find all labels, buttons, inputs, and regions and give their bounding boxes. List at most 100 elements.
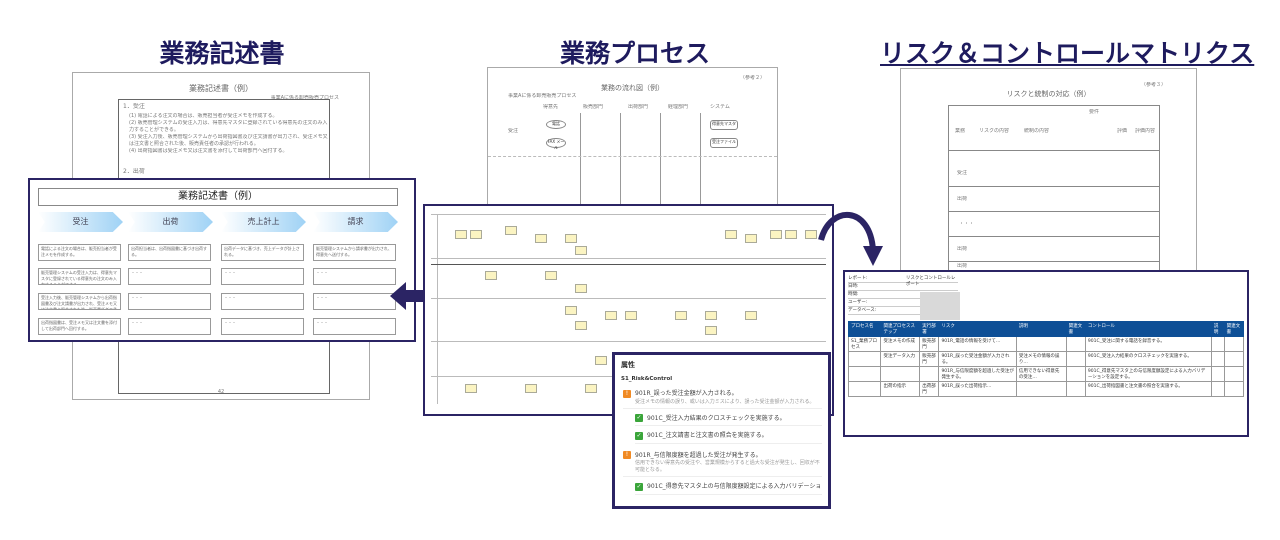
column-header: 関連プロセスステップ xyxy=(880,321,921,337)
text-line: (1) 電話による注文の場合は、販売担当者が受注メモを作成する。 xyxy=(129,113,278,119)
meta-row: 日時: xyxy=(848,283,958,291)
risk-icon: ! xyxy=(623,451,631,459)
attributes-panel: 属性 S1_Risk&Control !901R_誤った受注金額が入力される。 … xyxy=(612,352,831,509)
table-cell xyxy=(847,381,882,397)
heading-risk-control-matrix: リスク＆コントロールマトリクス xyxy=(880,39,1255,68)
meta-row: データベース: xyxy=(848,307,958,315)
description-cell: ・・・ xyxy=(221,268,304,285)
table-cell: S1_業務プロセス xyxy=(847,336,882,352)
process-task xyxy=(505,226,517,235)
process-task xyxy=(705,311,717,320)
table-cell xyxy=(1065,351,1086,367)
process-task xyxy=(770,230,782,239)
table-row: 901R_与信限度額を超過した受注が発生する。信用できない得意先の受注…901C… xyxy=(847,366,1245,382)
text-line: (4) 出荷指図書は受注メモ又は注文書を添付して出荷部門へ回付する。 xyxy=(129,148,288,154)
shape-phone: 電話 xyxy=(546,120,566,129)
check-icon: ✓ xyxy=(635,414,643,422)
col-header: リスクの内容 xyxy=(979,128,1010,134)
table-cell: 販売部門 xyxy=(919,336,940,352)
row-label: 出荷 xyxy=(957,196,968,202)
table-cell xyxy=(1223,351,1245,367)
description-cell: 電話による注文の場合は、販売担当者が受注メモを作成する。 xyxy=(38,244,121,261)
control-item[interactable]: ✓901C_受注入力結果のクロスチェックを実施する。 xyxy=(635,413,822,426)
shape-customer-master: 得意先マスタ xyxy=(710,120,738,130)
control-item[interactable]: ✓ 901C_得意先マスタ上の与信限度額設定による入力バリデーションを設定... xyxy=(635,481,822,495)
col-header: 要件 xyxy=(1089,109,1100,115)
process-task xyxy=(575,246,587,255)
table-cell xyxy=(1015,381,1067,397)
item-description: 信用できない得意先の受注や、営業規模からすると過大な受注が発生し、回収が不可能と… xyxy=(635,460,820,473)
table-cell: 受注メモの作成 xyxy=(880,336,921,352)
item-title: 901C_得意先マスタ上の与信限度額設定による入力バリデーションを設定... xyxy=(647,483,822,490)
item-title: 901R_与信限度額を超過した受注が発生する。 xyxy=(635,451,762,459)
process-task xyxy=(745,234,757,243)
table-cell xyxy=(1065,381,1086,397)
table-cell: 901R_誤った出荷指示… xyxy=(938,381,1017,397)
risk-item[interactable]: !901R_誤った受注金額が入力される。 受注メモの情報の誤り、或いは入力ミスに… xyxy=(623,388,822,409)
panel-title: 属性 xyxy=(621,361,635,369)
table-cell xyxy=(919,366,940,382)
item-title: 901C_注文請書と注文書の照合を実施する。 xyxy=(647,432,768,439)
item-title: 901R_誤った受注金額が入力される。 xyxy=(635,390,738,397)
risk-control-table: 業務 リスクの内容 統制の内容 要件 評価 評価内容 受注 出荷 ・・・ 出荷 … xyxy=(948,105,1160,275)
table-cell: 901C_受注に関する電話を録音する。 xyxy=(1084,336,1212,352)
curved-arrow-icon xyxy=(818,212,883,266)
description-cell: ・・・ xyxy=(221,318,304,335)
page-title: 業務の流れ図（例） xyxy=(601,84,664,92)
row-label: 受注 xyxy=(957,170,968,176)
process-task xyxy=(545,271,557,280)
table-cell: 901C_出荷指図書と注文書の照合を実施する。 xyxy=(1084,381,1212,397)
table-cell xyxy=(1065,366,1086,382)
stage-sales-recording: 売上計上 xyxy=(221,212,306,232)
check-icon: ✓ xyxy=(635,482,643,491)
column-header: コントロール xyxy=(1084,321,1212,337)
process-task xyxy=(785,230,797,239)
control-item[interactable]: ✓901C_注文請書と注文書の照合を実施する。 xyxy=(635,430,822,444)
page-title: 業務記述書（例） xyxy=(189,84,253,93)
table-cell: 販売部門 xyxy=(919,351,940,367)
process-task xyxy=(470,230,482,239)
section-heading: 2．出荷 xyxy=(123,168,145,175)
lane-label: 販売部門 xyxy=(583,104,604,110)
column-header: プロセス名 xyxy=(847,321,882,337)
header-row: プロセス名関連プロセスステップ実行部署リスク説明関連文書コントロール説明関連文書 xyxy=(847,321,1245,337)
description-cell: 出荷担当者は、出荷指図書に基づき出荷する。 xyxy=(128,244,211,261)
table-cell: 901R_電話の情報を受けて… xyxy=(938,336,1017,352)
table-cell: 901R_誤った受注金額が入力される。 xyxy=(938,351,1017,367)
lane-label: 出荷部門 xyxy=(628,104,649,110)
meta-row: ユーザー: xyxy=(848,299,958,307)
process-task xyxy=(565,306,577,315)
table-cell xyxy=(880,366,921,382)
reference-label: （参考３） xyxy=(1140,82,1166,88)
description-cell: 出荷データに基づき、売上データが計上される。 xyxy=(221,244,304,261)
row-label: 受注 xyxy=(508,128,519,134)
page-subtitle: 事業Aに係る卸売販売プロセス xyxy=(508,93,577,99)
reference-label: （参考２） xyxy=(739,75,765,81)
row-label: 出荷 xyxy=(957,263,968,269)
column-header: 説明 xyxy=(1210,321,1225,337)
section-heading: 1．受注 xyxy=(123,103,145,110)
table-cell xyxy=(1210,366,1225,382)
process-task xyxy=(485,271,497,280)
column-header: 関連文書 xyxy=(1065,321,1086,337)
table-cell xyxy=(1210,336,1225,352)
table-cell xyxy=(1065,336,1086,352)
heading-business-process: 業務プロセス xyxy=(559,39,710,68)
card-title: 業務記述書（例） xyxy=(38,188,398,206)
description-cell: 受注入力後、販売管理システムから出荷指図書及び注文請書が出力され、受注メモ又は注… xyxy=(38,293,121,310)
meta-row: 時間: xyxy=(848,291,958,299)
description-cell: 出荷指図書は、受注メモ又は注文書を添付して出荷部門へ回付する。 xyxy=(38,318,121,335)
process-task xyxy=(625,311,637,320)
description-cell: 販売管理システムから請求書が出力され、得意先へ送付する。 xyxy=(313,244,396,261)
process-task xyxy=(705,326,717,335)
table-cell xyxy=(847,351,882,367)
risk-item[interactable]: ! 901R_与信限度額を超過した受注が発生する。 信用できない得意先の受注や、営… xyxy=(623,450,822,477)
matrix-table: プロセス名関連プロセスステップ実行部署リスク説明関連文書コントロール説明関連文書… xyxy=(847,321,1245,397)
description-cell: ・・・ xyxy=(128,268,211,285)
table-cell xyxy=(1015,336,1067,352)
col-header: 業務 xyxy=(955,128,966,134)
column-header: リスク xyxy=(938,321,1017,337)
column-header: 関連文書 xyxy=(1223,321,1245,337)
stage-billing: 請求 xyxy=(313,212,398,232)
